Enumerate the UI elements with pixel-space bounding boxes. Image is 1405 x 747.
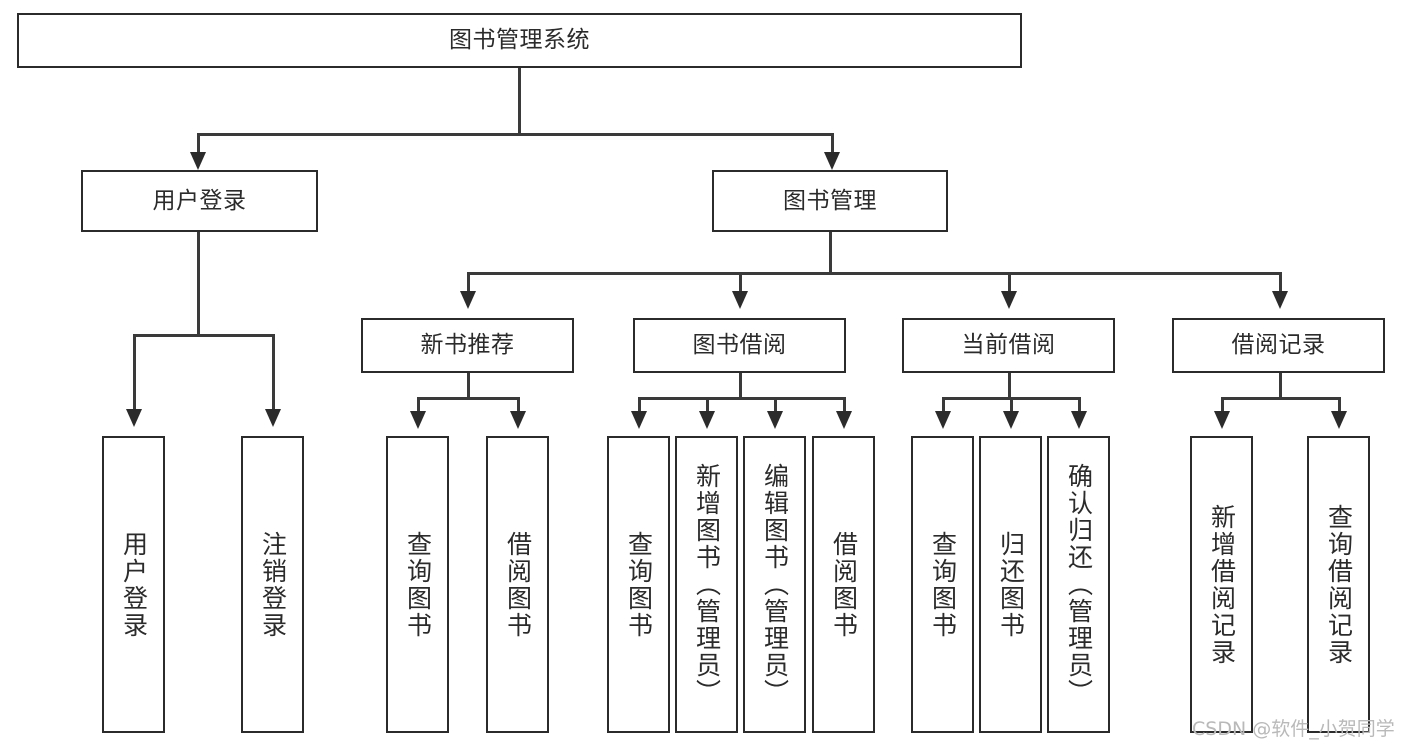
connector-level1-bus [197, 133, 834, 136]
node-label: 注销登录 [258, 530, 288, 639]
arrowhead-bb-1 [631, 411, 647, 429]
connector-borrow-record-stem [1279, 373, 1282, 399]
arrowhead-book-mgmt [824, 152, 840, 170]
connector-drop-borrow-record [1279, 272, 1282, 294]
node-new-book-recommend[interactable]: 新书推荐 [361, 318, 574, 373]
node-leaf-bb-edit-book-admin[interactable]: 编辑图书（管理员） [743, 436, 806, 733]
node-label: 新增图书（管理员） [692, 463, 722, 706]
connector-drop-nb-2 [517, 397, 520, 413]
node-label: 借阅图书 [829, 530, 859, 639]
node-label: 用户登录 [152, 187, 247, 214]
connector-drop-new-book [467, 272, 470, 294]
connector-drop-user-login [197, 133, 200, 155]
node-leaf-user-login[interactable]: 用户登录 [102, 436, 165, 733]
arrowhead-current-borrow [1001, 291, 1017, 309]
connector-book-borrow-stem [739, 373, 742, 399]
node-label: 借阅图书 [503, 530, 533, 639]
connector-book-mgmt-stem [829, 232, 832, 274]
connector-drop-br-2 [1338, 397, 1341, 413]
connector-borrow-record-bus [1221, 397, 1341, 400]
connector-drop-bb-1 [638, 397, 641, 413]
connector-user-login-bus [133, 334, 275, 337]
connector-drop-book-borrow [739, 272, 742, 294]
node-label: 查询图书 [624, 530, 654, 639]
node-label: 新增借阅记录 [1207, 503, 1237, 666]
connector-drop-cb-1 [942, 397, 945, 413]
connector-new-book-bus [417, 397, 520, 400]
arrowhead-borrow-record [1272, 291, 1288, 309]
connector-root-stem [518, 68, 521, 135]
node-label: 当前借阅 [961, 332, 1056, 359]
node-label: 图书管理系统 [449, 27, 590, 54]
node-label: 新书推荐 [420, 332, 515, 359]
node-root-book-management-system[interactable]: 图书管理系统 [17, 13, 1022, 68]
node-label: 查询借阅记录 [1324, 503, 1354, 666]
arrowhead-book-borrow [732, 291, 748, 309]
arrowhead-br-1 [1214, 411, 1230, 429]
connector-user-login-stem [197, 232, 200, 337]
node-label: 借阅记录 [1231, 332, 1326, 359]
node-leaf-nb-borrow-book[interactable]: 借阅图书 [486, 436, 549, 733]
node-current-borrow[interactable]: 当前借阅 [902, 318, 1115, 373]
node-leaf-bb-borrow-book[interactable]: 借阅图书 [812, 436, 875, 733]
node-leaf-cb-return-book[interactable]: 归还图书 [979, 436, 1042, 733]
node-label: 图书管理 [783, 187, 877, 214]
node-borrow-record[interactable]: 借阅记录 [1172, 318, 1385, 373]
arrowhead-bb-2 [699, 411, 715, 429]
connector-drop-leaf-user-login [133, 334, 136, 412]
connector-drop-leaf-logout [272, 334, 275, 412]
node-label: 确认归还（管理员） [1064, 463, 1094, 706]
connector-level2-bus [467, 272, 1282, 275]
connector-drop-nb-1 [417, 397, 420, 413]
connector-drop-bb-3 [774, 397, 777, 413]
arrowhead-user-login [190, 152, 206, 170]
node-label: 查询图书 [928, 530, 958, 639]
node-label: 编辑图书（管理员） [760, 463, 790, 706]
arrowhead-leaf-user-login [126, 409, 142, 427]
node-leaf-cb-query-book[interactable]: 查询图书 [911, 436, 974, 733]
csdn-watermark: CSDN @软件_小贺同学 [1192, 718, 1395, 740]
arrowhead-cb-3 [1071, 411, 1087, 429]
node-book-management[interactable]: 图书管理 [712, 170, 948, 232]
connector-drop-br-1 [1221, 397, 1224, 413]
arrowhead-br-2 [1331, 411, 1347, 429]
connector-drop-current-borrow [1008, 272, 1011, 294]
connector-drop-bb-2 [706, 397, 709, 413]
connector-drop-cb-3 [1078, 397, 1081, 413]
node-label: 查询图书 [403, 530, 433, 639]
node-leaf-nb-query-book[interactable]: 查询图书 [386, 436, 449, 733]
arrowhead-leaf-logout [265, 409, 281, 427]
node-label: 用户登录 [119, 530, 149, 639]
node-leaf-logout[interactable]: 注销登录 [241, 436, 304, 733]
arrowhead-cb-1 [935, 411, 951, 429]
arrowhead-cb-2 [1003, 411, 1019, 429]
connector-drop-bb-4 [843, 397, 846, 413]
node-label: 归还图书 [996, 530, 1026, 639]
connector-drop-cb-2 [1010, 397, 1013, 413]
node-book-borrow[interactable]: 图书借阅 [633, 318, 846, 373]
node-user-login[interactable]: 用户登录 [81, 170, 318, 232]
node-label: 图书借阅 [692, 332, 787, 359]
node-leaf-br-add-record[interactable]: 新增借阅记录 [1190, 436, 1253, 733]
node-leaf-br-query-record[interactable]: 查询借阅记录 [1307, 436, 1370, 733]
connector-new-book-stem [467, 373, 470, 399]
connector-book-borrow-bus [638, 397, 846, 400]
arrowhead-new-book [460, 291, 476, 309]
arrowhead-nb-1 [410, 411, 426, 429]
arrowhead-nb-2 [510, 411, 526, 429]
node-leaf-cb-confirm-return-admin[interactable]: 确认归还（管理员） [1047, 436, 1110, 733]
node-leaf-bb-query-book[interactable]: 查询图书 [607, 436, 670, 733]
arrowhead-bb-3 [767, 411, 783, 429]
connector-drop-book-mgmt [831, 133, 834, 155]
connector-current-borrow-stem [1008, 373, 1011, 399]
node-leaf-bb-add-book-admin[interactable]: 新增图书（管理员） [675, 436, 738, 733]
arrowhead-bb-4 [836, 411, 852, 429]
